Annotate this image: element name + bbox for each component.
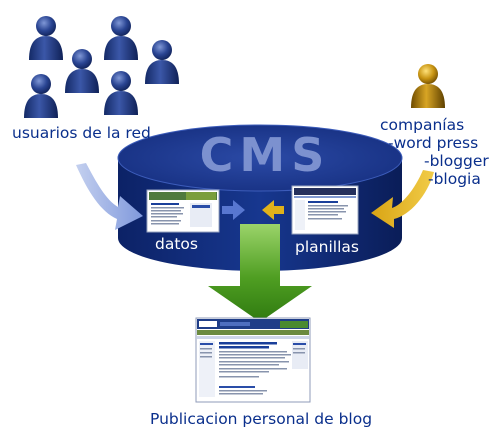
users-group xyxy=(24,16,179,118)
users-label: usuarios de la red xyxy=(12,124,151,142)
person-icon xyxy=(104,16,138,60)
companies-arrow xyxy=(371,170,434,228)
person-icon xyxy=(29,16,63,60)
inner-arrow-gold xyxy=(262,200,284,220)
person-icon xyxy=(145,40,179,84)
webpage-thumbnail xyxy=(195,317,311,403)
providers-label: companías -word press -blogger -blogia xyxy=(380,116,489,188)
providers-heading: companías xyxy=(380,116,465,134)
provider-item: -blogger xyxy=(424,152,489,170)
output-label: Publicacion personal de blog xyxy=(150,410,373,428)
inner-arrow-blue xyxy=(222,200,245,220)
provider-item: -blogia xyxy=(428,170,481,188)
webpage-thumbnail xyxy=(146,189,220,233)
cms-title: CMS xyxy=(199,128,331,182)
users-arrow xyxy=(76,163,143,230)
provider-item: -word press xyxy=(388,134,479,152)
person-icon xyxy=(24,74,58,118)
output-arrow xyxy=(208,224,312,322)
person-icon xyxy=(65,49,99,93)
templates-label: planillas xyxy=(295,238,359,256)
person-icon xyxy=(104,71,138,115)
person-icon-gold xyxy=(411,64,445,108)
data-label: datos xyxy=(155,235,198,253)
webpage-thumbnail xyxy=(291,185,359,235)
